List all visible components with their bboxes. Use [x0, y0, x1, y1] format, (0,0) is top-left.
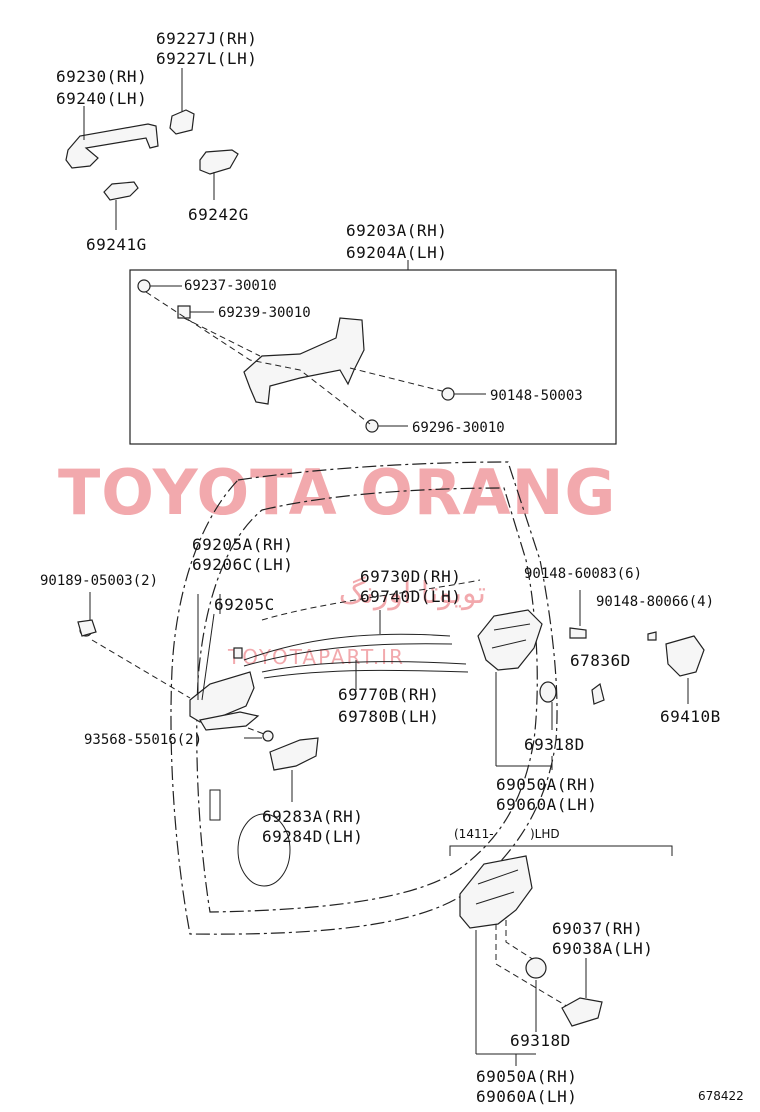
label-90148-50003: 90148-50003	[490, 388, 583, 404]
label-range-lhd: )LHD	[530, 827, 560, 841]
door-lock-part	[477, 609, 543, 671]
label-69203-rh: 69203A(RH)	[346, 221, 447, 240]
label-69318d-lower: 69318D	[510, 1031, 571, 1050]
handle-pad-small-part	[103, 181, 139, 201]
outside-handle-group	[65, 68, 239, 230]
label-69318d-upper: 69318D	[524, 735, 585, 754]
figure-number: 678422	[698, 1089, 744, 1103]
watermark: TOYOTA ORANG تویوتا اورنگ TOYOTAPART.IR	[58, 456, 616, 669]
label-69241g: 69241G	[86, 235, 147, 254]
label-90189: 90189-05003(2)	[40, 573, 158, 589]
label-69206c-lh: 69206C(LH)	[192, 555, 293, 574]
label-93568: 93568-55016(2)	[84, 732, 202, 748]
label-69227-rh: 69227J(RH)	[156, 29, 257, 48]
door-lock-lhd-part	[459, 855, 533, 929]
lock-assembly-upper	[477, 590, 705, 770]
label-69205a-rh: 69205A(RH)	[192, 535, 293, 554]
label-69230-rh: 69230(RH)	[56, 67, 147, 86]
label-69770-rh: 69770B(RH)	[338, 685, 439, 704]
outside-handle-part	[65, 123, 159, 169]
label-69205c: 69205C	[214, 595, 275, 614]
watermark-main: TOYOTA ORANG	[58, 456, 616, 529]
label-69283-rh: 69283A(RH)	[262, 807, 363, 826]
label-69780-lh: 69780B(LH)	[338, 707, 439, 726]
handle-pad-part	[199, 149, 239, 175]
label-67836d: 67836D	[570, 651, 631, 670]
label-69050-rh-lower: 69050A(RH)	[476, 1067, 577, 1086]
door-pocket-part	[269, 737, 319, 771]
frame-box	[129, 260, 617, 445]
handle-cap-part	[169, 109, 195, 135]
label-69284-lh: 69284D(LH)	[262, 827, 363, 846]
inside-handle-part	[189, 671, 255, 723]
label-69730-rh: 69730D(RH)	[360, 567, 461, 586]
label-69240-lh: 69240(LH)	[56, 89, 147, 108]
label-69242g: 69242G	[188, 205, 249, 224]
label-69037-rh: 69037(RH)	[552, 919, 643, 938]
label-69227-lh: 69227L(LH)	[156, 49, 257, 68]
lhd-group	[449, 845, 673, 1066]
cable-group	[243, 579, 481, 690]
label-69060-lh-upper: 69060A(LH)	[496, 795, 597, 814]
label-69050-rh-upper: 69050A(RH)	[496, 775, 597, 794]
label-90148-60083: 90148-60083(6)	[524, 566, 642, 582]
label-69038-lh: 69038A(LH)	[552, 939, 653, 958]
inside-handle-group	[77, 592, 274, 742]
lock-cover-part	[561, 997, 603, 1027]
part-labels: 69227J(RH) 69227L(LH) 69230(RH) 69240(LH…	[40, 29, 744, 1106]
label-range-start: (1411-	[454, 827, 494, 841]
watermark-arabic: تویوتا اورنگ	[339, 576, 486, 611]
label-69296: 69296-30010	[412, 420, 505, 436]
label-90148-80066: 90148-80066(4)	[596, 594, 714, 610]
label-69740-lh: 69740D(LH)	[360, 587, 461, 606]
watermark-sub: TOYOTAPART.IR	[227, 645, 405, 669]
label-69237: 69237-30010	[184, 278, 277, 294]
label-69204-lh: 69204A(LH)	[346, 243, 447, 262]
label-69410b: 69410B	[660, 707, 721, 726]
striker-part	[665, 635, 705, 677]
label-69239: 69239-30010	[218, 305, 311, 321]
label-69060-lh-lower: 69060A(LH)	[476, 1087, 577, 1106]
handle-frame-part	[243, 317, 365, 405]
